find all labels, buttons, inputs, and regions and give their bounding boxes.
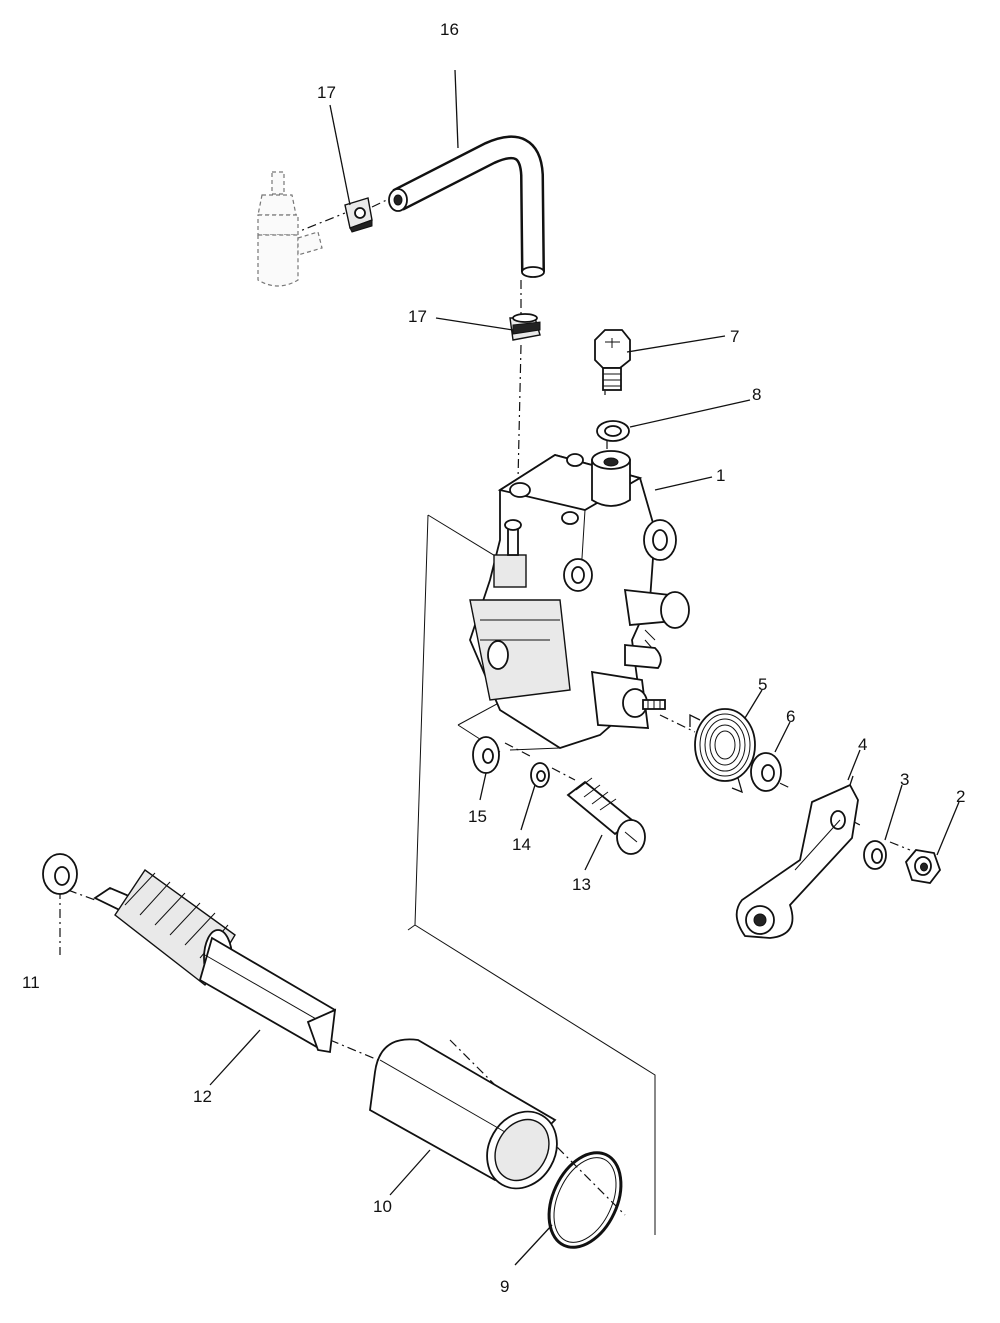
screw bbox=[566, 777, 646, 855]
callout-17-lower: 17 bbox=[408, 307, 427, 326]
hose-clamp-lower bbox=[509, 313, 541, 341]
hose-clamp-upper bbox=[344, 197, 373, 233]
callout-6: 6 bbox=[786, 707, 795, 726]
bolt bbox=[594, 329, 631, 391]
o-ring bbox=[547, 1151, 623, 1249]
oil-hose bbox=[388, 135, 545, 278]
nut bbox=[904, 849, 942, 884]
callout-1: 1 bbox=[716, 466, 725, 485]
callout-13: 13 bbox=[572, 875, 591, 894]
oil-pump-body bbox=[469, 450, 690, 751]
sleeve bbox=[369, 1038, 558, 1190]
callout-7: 7 bbox=[730, 327, 739, 346]
lock-washer-14 bbox=[530, 762, 550, 788]
callout-4: 4 bbox=[858, 735, 867, 754]
callout-2: 2 bbox=[956, 787, 965, 806]
spring bbox=[689, 708, 756, 794]
callout-17-upper: 17 bbox=[317, 83, 336, 102]
washer-15 bbox=[472, 736, 500, 774]
washer-6 bbox=[750, 752, 782, 792]
callout-12: 12 bbox=[193, 1087, 212, 1106]
control-lever bbox=[735, 775, 859, 939]
callout-11: 11 bbox=[22, 973, 40, 992]
washer-8 bbox=[596, 420, 630, 442]
drive-shaft bbox=[93, 869, 337, 1054]
callout-10: 10 bbox=[373, 1197, 392, 1216]
callout-14: 14 bbox=[512, 835, 531, 854]
lock-washer-3 bbox=[863, 840, 887, 870]
callout-3: 3 bbox=[900, 770, 909, 789]
washer-11 bbox=[42, 853, 78, 895]
carburetor-fitting bbox=[257, 171, 323, 287]
callout-5: 5 bbox=[758, 675, 767, 694]
callout-8: 8 bbox=[752, 385, 761, 404]
callout-labels: 16 17 17 7 8 1 5 6 4 3 2 15 14 13 11 12 … bbox=[22, 20, 965, 1296]
assembly-centerlines bbox=[59, 195, 911, 1216]
callout-16: 16 bbox=[440, 20, 459, 39]
callout-15: 15 bbox=[468, 807, 487, 826]
leader-lines bbox=[209, 69, 960, 1266]
callout-9: 9 bbox=[500, 1277, 509, 1296]
